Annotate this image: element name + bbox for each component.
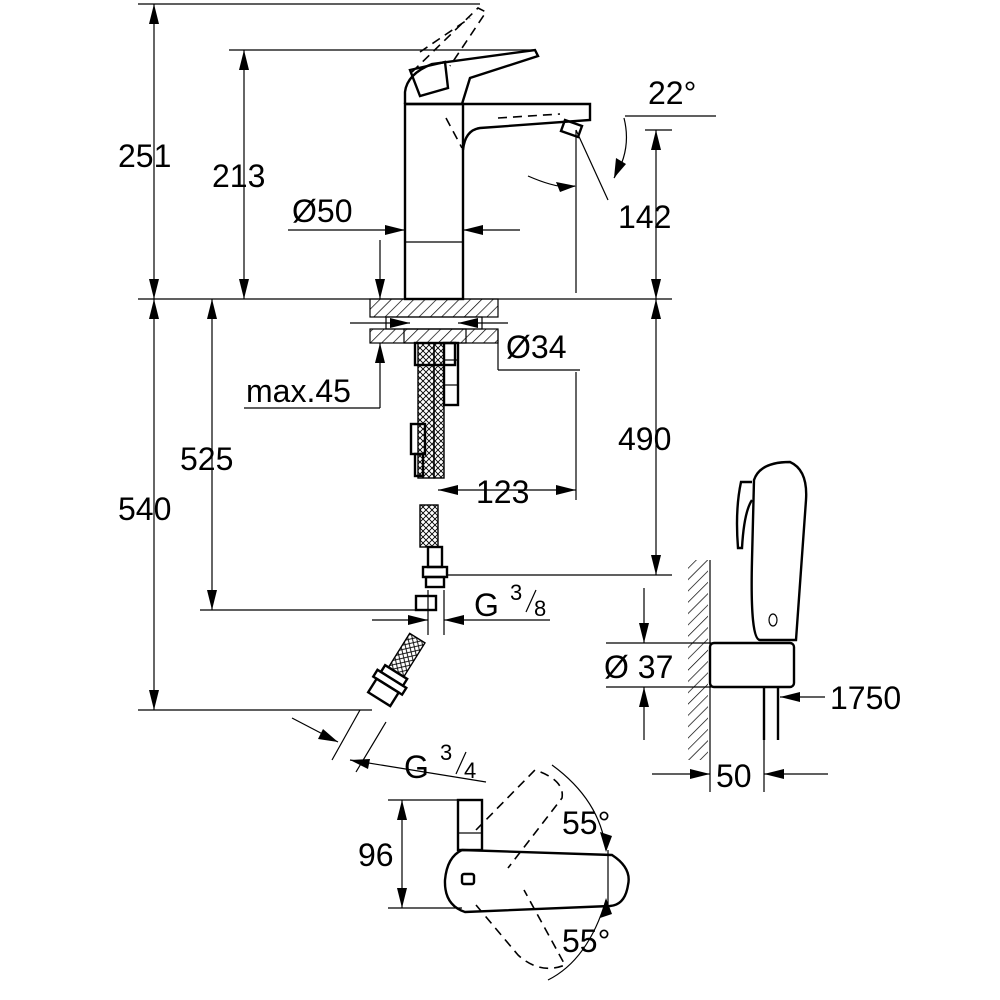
dim-50: 50: [716, 758, 752, 794]
dim-diameter-37: Ø 37: [604, 649, 673, 685]
thread-g34-prefix: G: [404, 749, 429, 785]
dim-142: 142: [618, 199, 671, 235]
dim-525: 525: [180, 441, 233, 477]
thread-g38-den: 8: [534, 596, 546, 621]
thread-g38-num: 3: [510, 580, 522, 605]
lever-top-view: [443, 769, 630, 970]
dim-96: 96: [358, 837, 394, 873]
dimension-graphics: [138, 3, 828, 981]
dim-angle-55-bottom: 55°: [562, 923, 610, 959]
dim-540: 540: [118, 491, 171, 527]
dim-251: 251: [118, 138, 171, 174]
dim-1750: 1750: [830, 680, 901, 716]
thread-g38-slash: [525, 589, 537, 613]
thread-g34-num: 3: [440, 740, 452, 765]
dim-123: 123: [476, 474, 529, 510]
dim-213: 213: [212, 158, 265, 194]
thread-g34-slash: [455, 751, 467, 775]
dim-diameter-50: Ø50: [292, 193, 352, 229]
dim-diameter-34: Ø34: [506, 329, 566, 365]
dim-490: 490: [618, 421, 671, 457]
dim-max-45: max.45: [246, 373, 351, 409]
hand-shower: [688, 460, 808, 762]
dim-angle-55-top: 55°: [562, 805, 610, 841]
thread-g38-prefix: G: [474, 587, 499, 623]
thread-g34-den: 4: [464, 758, 476, 783]
dim-angle-22: 22°: [648, 75, 696, 111]
faucet-body: [403, 7, 592, 301]
